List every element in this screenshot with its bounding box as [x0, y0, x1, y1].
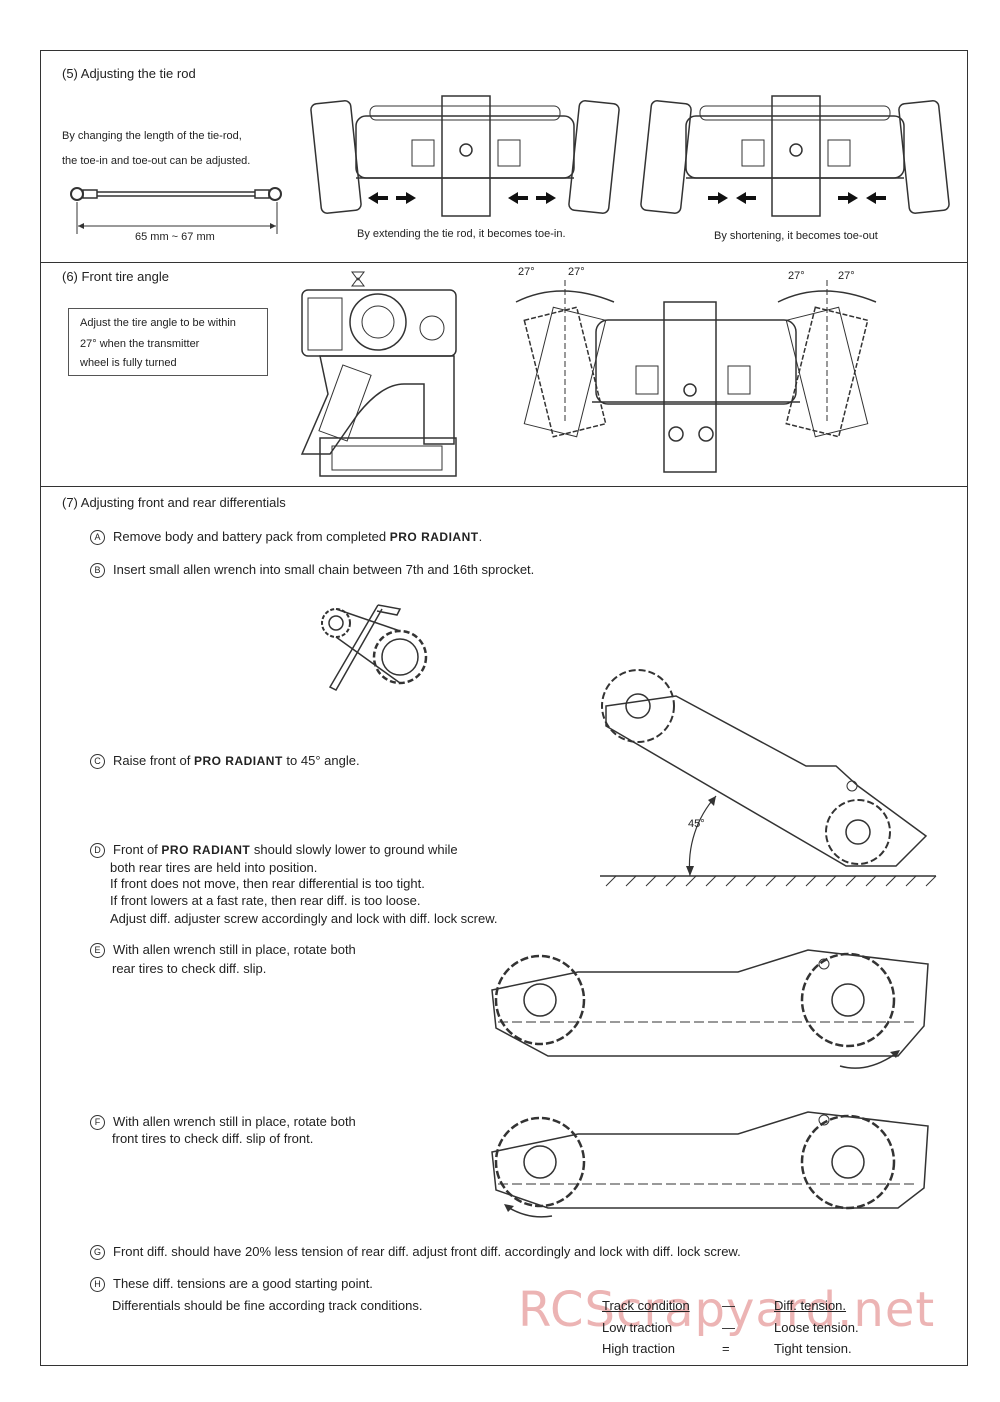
tie-rod-illustration: [70, 187, 282, 234]
step-f-line1: With allen wrench still in place, rotate…: [113, 1114, 356, 1129]
angle-label-2: 27°: [568, 266, 585, 278]
allen-wrench-sprocket-illustration: [321, 604, 428, 691]
step-g: G Front diff. should have 20% less tensio…: [90, 1244, 741, 1260]
section5-desc-1: By changing the length of the tie-rod,: [62, 130, 242, 142]
section6-note-box: [68, 308, 268, 376]
step-e: E With allen wrench still in place, rotat…: [90, 942, 356, 958]
step-f-line2: front tires to check diff. slip of front…: [112, 1131, 314, 1146]
step-f-marker: F: [90, 1115, 105, 1130]
step-d-line5: Adjust diff. adjuster screw accordingly …: [110, 911, 498, 926]
angle-label-4: 27°: [838, 270, 855, 282]
section5-desc-2: the toe-in and toe-out can be adjusted.: [62, 155, 251, 167]
table-header-tension: Diff. tension.: [774, 1298, 847, 1313]
section6-note-3: wheel is fully turned: [80, 357, 177, 369]
step-g-marker: G: [90, 1245, 105, 1260]
step-e-line2: rear tires to check diff. slip.: [112, 961, 267, 976]
section7-heading: (7) Adjusting front and rear differentia…: [62, 495, 286, 510]
chassis-toe-out-diagram: [640, 95, 950, 217]
step-c-marker: C: [90, 754, 105, 769]
car-side-front-rotate-diagram: [491, 1111, 929, 1218]
step-c-end: to 45° angle.: [286, 753, 360, 768]
step-a: A Remove body and battery pack from compl…: [90, 529, 482, 545]
step-b-text: Insert small allen wrench into small cha…: [113, 562, 535, 577]
step-d-marker: D: [90, 843, 105, 858]
watermark: RCScrapyard.net: [518, 1282, 936, 1338]
angle-label-3: 27°: [788, 270, 805, 282]
step-c-brand: PRO RADIANT: [193, 754, 283, 768]
step-h-line1: These diff. tensions are a good starting…: [113, 1276, 373, 1291]
angle-label-1: 27°: [518, 266, 535, 278]
section6-note-2: 27° when the transmitter: [80, 338, 200, 350]
step-f: F With allen wrench still in place, rotat…: [90, 1114, 356, 1130]
step-a-text: Remove body and battery pack from comple…: [113, 529, 387, 544]
step-b: B Insert small allen wrench into small ch…: [90, 562, 534, 578]
table-header-condition: Track condition: [602, 1298, 690, 1313]
page-frame: [40, 50, 968, 1366]
step-a-marker: A: [90, 530, 105, 545]
step-a-end: .: [478, 529, 483, 544]
brand-name: PRO RADIANT: [389, 530, 479, 544]
car-45-degree-diagram: [600, 669, 937, 887]
divider-6-7: [40, 486, 968, 487]
table-row-high-tension: Tight tension.: [774, 1341, 852, 1356]
caption-toe-in: By extending the tie rod, it becomes toe…: [357, 228, 566, 240]
step-h: H These diff. tensions are a good startin…: [90, 1276, 373, 1292]
step-d-text: Front of: [113, 842, 158, 857]
table-header-sep: —: [722, 1298, 735, 1313]
table-row-low-tension: Loose tension.: [774, 1320, 859, 1335]
front-tire-angle-diagram: [515, 280, 877, 473]
step-e-line1: With allen wrench still in place, rotate…: [113, 942, 356, 957]
section5-heading: (5) Adjusting the tie rod: [62, 66, 196, 81]
step-c-text: Raise front of: [113, 753, 191, 768]
step-g-text: Front diff. should have 20% less tension…: [113, 1244, 741, 1259]
chassis-toe-in-diagram: [310, 95, 620, 217]
step-d-line3: If front does not move, then rear differ…: [110, 876, 425, 891]
caption-toe-out: By shortening, it becomes toe-out: [714, 230, 878, 242]
step-c: C Raise front of PRO RADIANT to 45° angle…: [90, 753, 360, 769]
step-h-marker: H: [90, 1277, 105, 1292]
step-d-end: should slowly lower to ground while: [253, 842, 458, 857]
step-d: D Front of PRO RADIANT should slowly lowe…: [90, 842, 458, 858]
step-e-marker: E: [90, 943, 105, 958]
car-side-rear-rotate-diagram: [491, 949, 929, 1069]
table-row-low-condition: Low traction: [602, 1320, 673, 1335]
angle-45-label: 45°: [688, 818, 705, 830]
step-d-line2: both rear tires are held into position.: [110, 860, 318, 875]
transmitter-illustration: [300, 271, 457, 477]
table-row-high-condition: High traction: [602, 1341, 675, 1356]
section6-heading: (6) Front tire angle: [62, 269, 169, 284]
section6-note-1: Adjust the tire angle to be within: [80, 317, 236, 329]
step-d-brand: PRO RADIANT: [161, 843, 251, 857]
table-row-high-sep: =: [722, 1341, 730, 1356]
step-h-line2: Differentials should be fine according t…: [112, 1298, 423, 1313]
divider-5-6: [40, 262, 968, 263]
step-b-marker: B: [90, 563, 105, 578]
step-d-line4: If front lowers at a fast rate, then rea…: [110, 893, 421, 908]
table-row-low-sep: —: [722, 1320, 735, 1335]
tie-rod-length-label: 65 mm ~ 67 mm: [132, 231, 218, 243]
